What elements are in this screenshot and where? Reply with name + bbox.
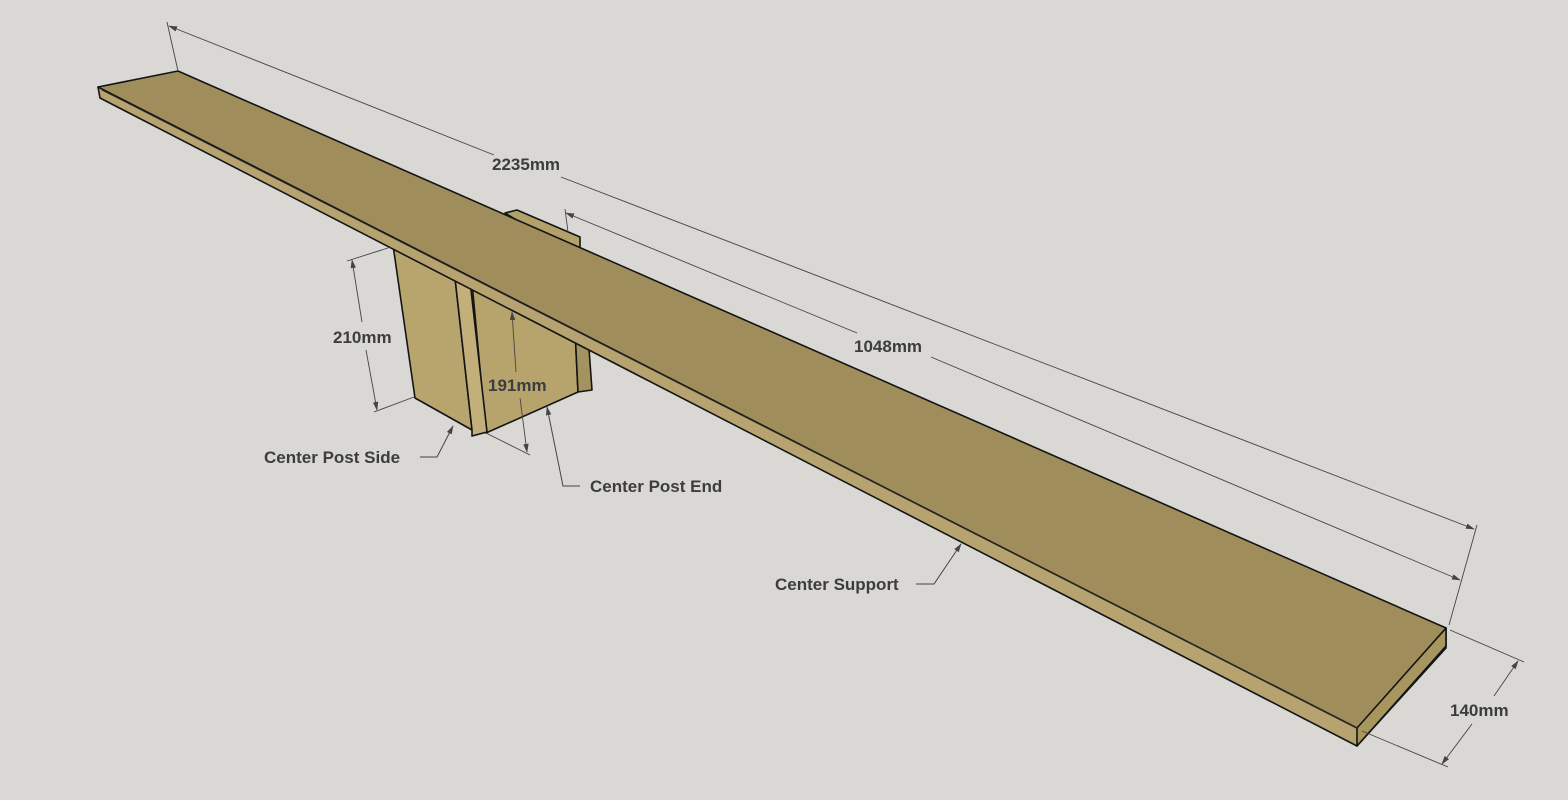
dim-label-post-outer-height: 210mm — [333, 328, 392, 347]
board-front-chamfer — [101, 89, 1358, 729]
dim-line-overall-a — [168, 25, 495, 156]
dimension-post-outer-height: 210mm — [333, 246, 415, 413]
label-center-post-side: Center Post Side — [264, 425, 454, 467]
ext-line-right-overall — [1448, 524, 1478, 626]
ext-line-left-half — [564, 208, 569, 233]
dim-line-width-a — [1493, 660, 1519, 697]
label-center-support: Center Support — [775, 543, 962, 594]
dim-label-post-inner-height: 191mm — [488, 376, 547, 395]
label-text-center-post-side: Center Post Side — [264, 448, 400, 467]
dim-line-post-inner-b — [519, 397, 529, 453]
dimension-post-inner-height: 191mm — [485, 311, 547, 456]
dimension-half-length: 1048mm — [564, 208, 1461, 581]
dim-label-overall-length: 2235mm — [492, 155, 560, 174]
dim-line-post-outer-b — [365, 349, 379, 411]
ext-line-post-outer-top — [346, 246, 392, 262]
label-center-post-end: Center Post End — [545, 406, 722, 496]
ext-line-post-outer-bottom — [373, 396, 415, 413]
dim-label-half-length: 1048mm — [854, 337, 922, 356]
label-text-center-post-end: Center Post End — [590, 477, 722, 496]
dimension-board-width: 140mm — [1361, 629, 1525, 768]
dimension-overall-length: 2235mm — [166, 21, 1478, 626]
label-text-center-support: Center Support — [775, 575, 899, 594]
dim-line-width-b — [1441, 723, 1473, 765]
ext-line-width-top — [1449, 629, 1525, 663]
dim-line-half-b — [930, 356, 1461, 581]
dim-label-board-width: 140mm — [1450, 701, 1509, 720]
dim-line-overall-b — [560, 176, 1475, 530]
ext-line-width-bottom — [1361, 730, 1449, 768]
ext-line-post-inner-bottom — [485, 432, 531, 456]
center-support-board — [97, 70, 1447, 747]
dim-line-post-inner-a — [509, 311, 517, 373]
dim-line-post-outer-a — [350, 259, 363, 323]
leader-center-post-side — [420, 425, 454, 458]
board-top-face — [97, 70, 1447, 729]
leader-center-support — [916, 543, 962, 585]
leader-center-post-end — [545, 406, 580, 487]
dim-line-half-a — [565, 212, 858, 334]
